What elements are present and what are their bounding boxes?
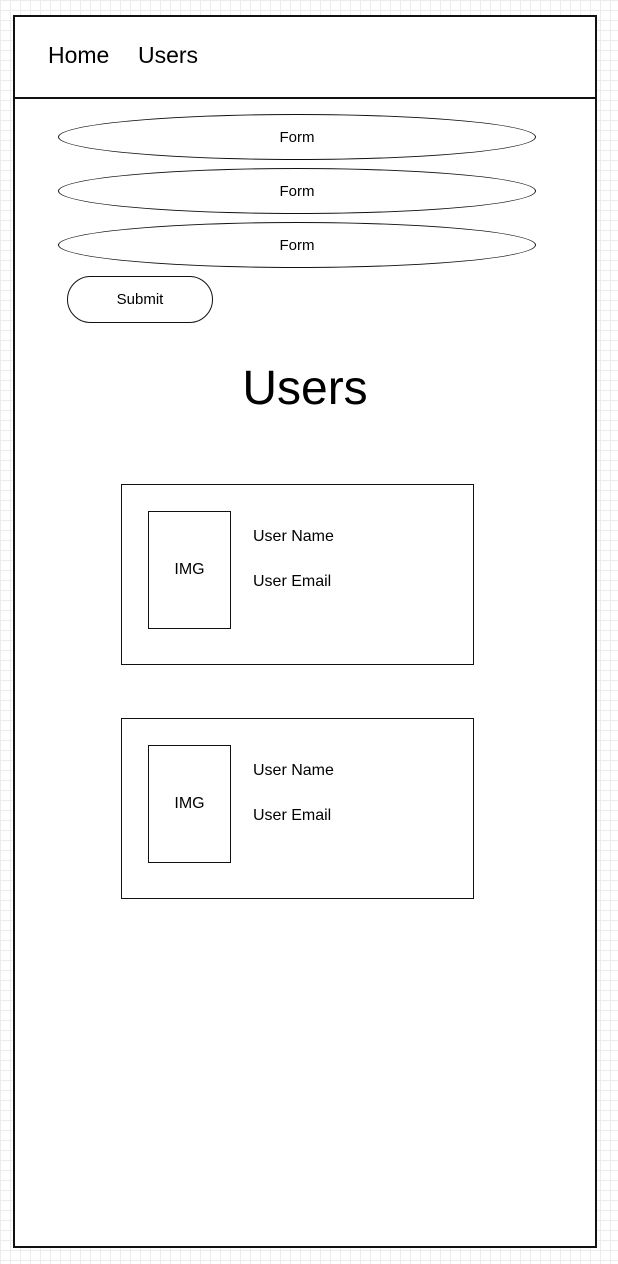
nav-link-users[interactable]: Users xyxy=(138,42,199,68)
form-field-1[interactable]: Form xyxy=(58,114,536,160)
user-email: User Email xyxy=(253,807,332,824)
user-name: User Name xyxy=(253,528,334,545)
user-email: User Email xyxy=(253,573,332,590)
form-field-3[interactable]: Form xyxy=(58,222,536,268)
user-image-placeholder: IMG xyxy=(148,745,231,863)
user-card: IMG User Name User Email xyxy=(121,718,474,899)
page-frame: Home Users Form Form Form Submit Users I… xyxy=(13,15,597,1248)
nav-link-home[interactable]: Home xyxy=(48,42,110,68)
navbar: Home Users xyxy=(15,17,595,99)
form-field-2[interactable]: Form xyxy=(58,168,536,214)
users-heading: Users xyxy=(242,362,368,415)
user-image-placeholder: IMG xyxy=(148,511,231,629)
submit-button[interactable]: Submit xyxy=(67,276,213,323)
user-name: User Name xyxy=(253,762,334,779)
user-card: IMG User Name User Email xyxy=(121,484,474,665)
